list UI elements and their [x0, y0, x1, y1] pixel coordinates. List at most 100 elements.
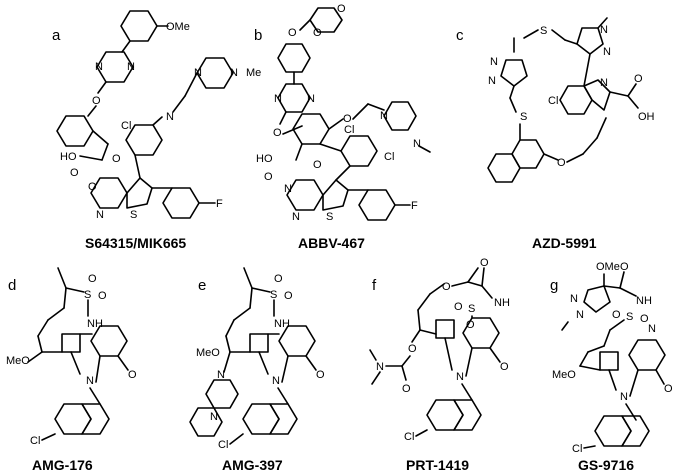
ring-f-tetralin [453, 399, 482, 431]
ring-e-pyrazine [205, 379, 239, 409]
atom-label-n: N [648, 323, 656, 335]
ring-g-cyclobutane [599, 351, 619, 371]
atom-label-cl: Cl [344, 124, 354, 136]
atom-label-o: O [480, 257, 489, 269]
atom-label-ho: HO [60, 151, 77, 163]
ring-a-piperazine [196, 57, 234, 89]
atom-label-o: O [264, 171, 273, 183]
ring-a-pyrimidine-fused [90, 177, 128, 209]
ring-d-tetralin [81, 403, 110, 435]
atom-label-n: N [380, 110, 388, 122]
panel-letter-e: e [198, 277, 206, 294]
atom-label-o: O [98, 290, 107, 302]
atom-label-n: N [620, 391, 628, 403]
atom-label-o: O [112, 153, 121, 165]
ring-g-tetralin [621, 415, 650, 447]
panel-letter-b: b [254, 27, 262, 44]
atom-label-cl: Cl [121, 120, 131, 132]
ring-a-fluorophenyl [162, 187, 200, 219]
compound-name-e: AMG-397 [222, 457, 283, 473]
atom-label-o: O [128, 369, 137, 381]
atom-label-o: O [313, 27, 322, 39]
atom-label-nh: NH [636, 295, 652, 307]
atom-label-f: F [216, 198, 223, 210]
atom-label-n: N [456, 371, 464, 383]
panel-letter-g: g [550, 277, 558, 294]
panel-letter-c: c [456, 27, 464, 44]
atom-label-o: O [612, 309, 621, 321]
atom-label-n: N [600, 77, 608, 89]
atom-label-o: O [70, 167, 79, 179]
atom-label-me: Me [246, 67, 261, 79]
atom-label-o: O [92, 95, 101, 107]
compound-name-a: S64315/MIK665 [85, 235, 186, 251]
atom-label-n: N [210, 411, 218, 423]
ring-g-benzoxazepine-aryl [628, 339, 666, 371]
atom-label-o: O [288, 27, 297, 39]
ring-g-pyrazole [583, 285, 611, 313]
structure-d: d S O O NH MeO O N O Cl AMG-176 [6, 267, 137, 473]
atom-label-o: O [620, 261, 629, 273]
atom-label-o: O [634, 73, 643, 85]
ring-d-cyclobutane [61, 333, 81, 353]
structure-g: g OMe N N O NH S O O MeO O N N O Cl GS-9 [550, 261, 673, 473]
atom-label-o: O [273, 127, 282, 139]
atom-label-meo: MeO [552, 369, 576, 381]
ring-b-fluorophenyl [358, 189, 396, 221]
atom-label-s: S [84, 289, 91, 301]
ring-a-thiophene [126, 177, 153, 209]
ring-b-dichloroaryl [340, 135, 378, 167]
ring-c-pyrazole-left [500, 59, 528, 87]
atom-label-n: N [194, 67, 202, 79]
ring-f-benzoxazepine-aryl [462, 317, 500, 349]
atom-label-n: N [603, 46, 611, 58]
atom-label-n: N [488, 75, 496, 87]
panel-letter-f: f [372, 277, 377, 294]
atom-label-meo: MeO [196, 347, 220, 359]
atom-label-s: S [326, 211, 333, 223]
atom-label-s: S [468, 303, 475, 315]
structure-b: b O O O N N O O N N Cl Cl HO O [254, 3, 431, 251]
structure-c: c N N S N N S O Cl N O OH [456, 17, 655, 251]
atom-label-o: N [166, 111, 174, 123]
compound-name-f: PRT-1419 [406, 457, 469, 473]
ring-b-central-aryl [292, 113, 330, 145]
atom-label-s: S [540, 25, 547, 37]
compound-name-c: AZD-5991 [532, 235, 597, 251]
atom-label-n: N [307, 93, 315, 105]
atom-label-n: N [230, 67, 238, 79]
atom-label-cl: Cl [218, 439, 228, 451]
atom-label-n: N [272, 375, 280, 387]
ring-d-benzoxazepine-aryl [90, 325, 128, 357]
panel-letter-a: a [52, 27, 61, 44]
atom-label-s: S [270, 289, 277, 301]
atom-label-oh: OH [638, 111, 655, 123]
ring-a-phenyl-top [120, 10, 158, 42]
atom-label-o: O [466, 319, 475, 331]
atom-label-n: N [413, 138, 421, 150]
ring-c-naphthalene-b [487, 153, 521, 183]
ring-e-piperidine [189, 407, 223, 437]
atom-label-nh: NH [494, 297, 510, 309]
atom-label-cl: Cl [548, 95, 558, 107]
atom-label-meo: MeO [6, 355, 30, 367]
atom-label-o: O [402, 383, 411, 395]
ring-c-indole-pyrrole [583, 79, 611, 111]
compound-name-b: ABBV-467 [298, 235, 365, 251]
atom-label-o: O [313, 159, 322, 171]
ring-c-pyrazole-top [576, 27, 604, 55]
atom-label-n: N [86, 375, 94, 387]
ring-e-cyclobutane [249, 333, 269, 353]
atom-label-n: N [600, 24, 608, 36]
atom-label-o: O [316, 369, 325, 381]
atom-label-n: N [490, 56, 498, 68]
atom-label-n: N [576, 309, 584, 321]
atom-label-cl: Cl [404, 431, 414, 443]
atom-label-n: N [274, 93, 282, 105]
atom-label-ome: OMe [596, 261, 620, 273]
atom-label-n: N [292, 211, 300, 223]
atom-label-ome: OMe [166, 21, 190, 33]
atom-label-nh: NH [274, 318, 290, 330]
structure-e: e S O O NH MeO O N N N O Cl AMG-397 [189, 267, 325, 473]
ring-e-benzoxazepine-aryl [278, 325, 316, 357]
